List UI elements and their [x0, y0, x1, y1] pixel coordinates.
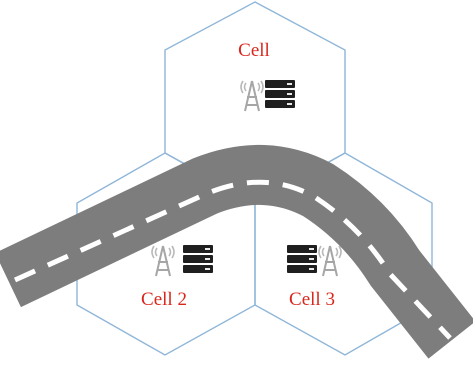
cell-3-equipment [287, 245, 342, 277]
antenna-tower-icon [240, 80, 264, 112]
road-lane-marking [13, 179, 452, 340]
cell-labels: Cell Cell 2 Cell 3 [141, 40, 335, 310]
cell-1-label: Cell [238, 40, 270, 61]
cell-2-label: Cell 2 [141, 289, 187, 310]
road-surface [0, 144, 473, 359]
antenna-tower-icon [318, 245, 342, 277]
cell-2-equipment [151, 245, 213, 277]
road [0, 144, 473, 359]
cell-1-equipment [240, 80, 295, 112]
cell-3-label: Cell 3 [289, 289, 335, 310]
server-rack-icon [287, 245, 317, 273]
server-rack-icon [183, 245, 213, 273]
antenna-tower-icon [151, 245, 175, 277]
server-rack-icon [265, 80, 295, 108]
